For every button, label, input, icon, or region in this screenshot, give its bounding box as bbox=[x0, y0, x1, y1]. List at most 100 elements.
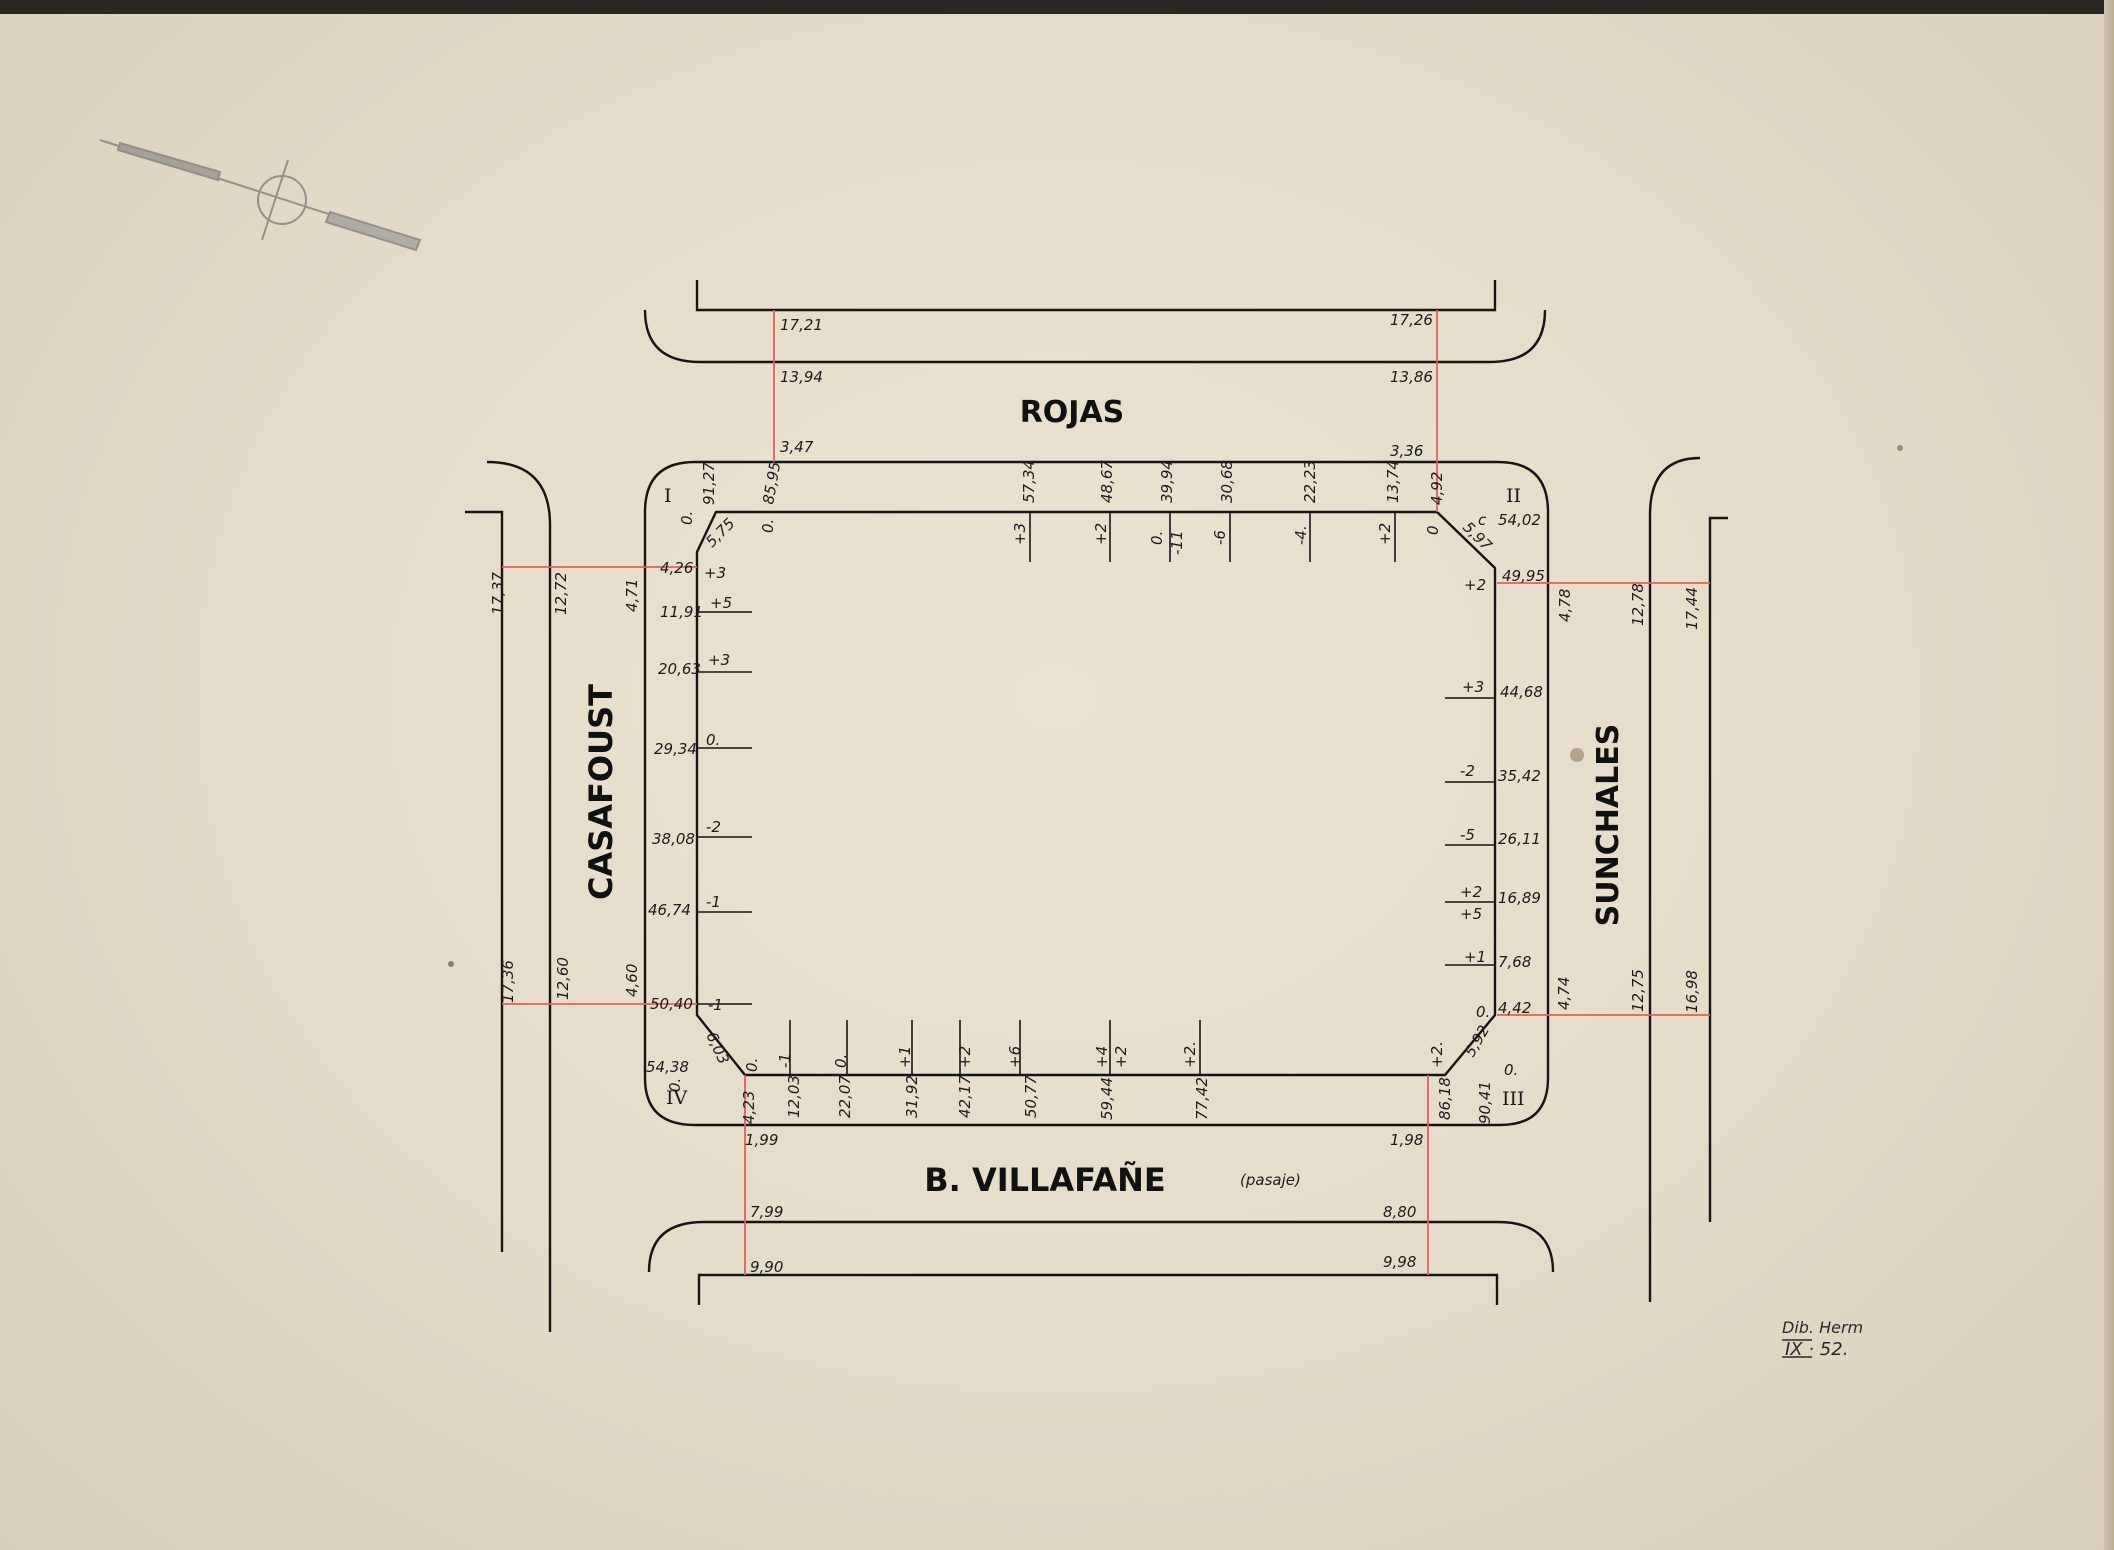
north-distance-6: 30,68 bbox=[1218, 460, 1236, 503]
south-distance-7: 59,44 bbox=[1098, 1077, 1116, 1120]
south-distance-4: 31,92 bbox=[903, 1075, 921, 1118]
west-distance-3: 20,63 bbox=[658, 660, 701, 678]
north-distance-8: 13,74 bbox=[1384, 460, 1402, 503]
west-value-7: -1 bbox=[708, 996, 723, 1014]
north-distance-4: 48,67 bbox=[1098, 460, 1116, 503]
west-value-1: +3 bbox=[704, 564, 726, 582]
east-distance-1: 54,02 bbox=[1498, 511, 1541, 529]
east-section-top-1: 4,78 bbox=[1556, 589, 1574, 622]
east-value-2: +3 bbox=[1462, 678, 1484, 696]
street-name-casafoust: CASAFOUST bbox=[582, 684, 620, 900]
west-distance-1: 4,26 bbox=[660, 559, 693, 577]
south-section-right-2: 8,80 bbox=[1383, 1203, 1416, 1221]
north-value-5: 0. bbox=[1148, 531, 1166, 545]
east-distance-2: 49,95 bbox=[1502, 567, 1545, 585]
north-section-left-2: 13,94 bbox=[780, 368, 823, 386]
south-section-right-3: 9,98 bbox=[1383, 1253, 1416, 1271]
south-value-8: +2 bbox=[1112, 1046, 1130, 1068]
paper-stain bbox=[1570, 748, 1584, 762]
east-side-ticks bbox=[1445, 697, 1495, 966]
block-outline bbox=[643, 460, 1550, 1127]
west-distance-4: 29,34 bbox=[654, 740, 697, 758]
west-chamfer: 6,03 bbox=[702, 1029, 732, 1067]
north-value-4: +2 bbox=[1092, 523, 1110, 545]
west-distance-8: 54,38 bbox=[646, 1058, 689, 1076]
north-section-left-3: 3,47 bbox=[780, 438, 814, 456]
east-distance-4: 35,42 bbox=[1498, 767, 1541, 785]
west-distance-7: 50,40 bbox=[650, 995, 693, 1013]
south-distance-5: 42,17 bbox=[956, 1075, 974, 1118]
street-name-villafane: B. VILLAFAÑE bbox=[924, 1161, 1166, 1199]
east-distance-6: 16,89 bbox=[1498, 889, 1541, 907]
east-section-bottom-2: 12,75 bbox=[1629, 969, 1647, 1012]
corner-label-ii: II bbox=[1506, 485, 1521, 507]
north-distance-9: 4,92 bbox=[1428, 472, 1446, 505]
west-distance-6: 46,74 bbox=[648, 901, 691, 919]
east-distance-7: 7,68 bbox=[1498, 953, 1531, 971]
rojas-street-lines bbox=[643, 280, 1547, 364]
south-distance-1: 4,23 bbox=[740, 1091, 758, 1124]
north-distance-2: 85,95 bbox=[759, 460, 784, 505]
west-value-5: -2 bbox=[706, 818, 721, 836]
east-value-6: +5 bbox=[1460, 905, 1482, 923]
villafane-street-lines bbox=[647, 1220, 1555, 1305]
east-value-8: 0. bbox=[1476, 1003, 1490, 1021]
south-value-3: 0. bbox=[832, 1054, 850, 1068]
paper-stain bbox=[1897, 445, 1903, 451]
west-value-3: +3 bbox=[708, 651, 730, 669]
west-section-top-2: 12,72 bbox=[552, 572, 570, 615]
corner-label-iii: III bbox=[1502, 1088, 1525, 1110]
south-side-ticks bbox=[789, 1020, 1201, 1075]
north-value-6: -11 bbox=[1168, 531, 1186, 556]
west-section-top-3: 4,71 bbox=[623, 579, 641, 612]
north-arrow-icon bbox=[99, 139, 422, 252]
east-value-1: +2 bbox=[1464, 576, 1486, 594]
south-section-right-1: 1,98 bbox=[1390, 1131, 1423, 1149]
east-chamfer: 5,92 bbox=[1461, 1022, 1493, 1060]
north-value-2: 0. bbox=[759, 519, 777, 533]
south-distance-8: 77,42 bbox=[1193, 1077, 1211, 1120]
south-distance-10: 90,41 bbox=[1476, 1081, 1494, 1124]
east-value-4: -5 bbox=[1460, 826, 1475, 844]
north-value-9: +2 bbox=[1376, 523, 1394, 545]
south-section-left-3: 9,90 bbox=[750, 1258, 783, 1276]
west-value-6: -1 bbox=[706, 893, 721, 911]
south-value-2: -1 bbox=[776, 1053, 794, 1068]
south-value-9: +2. bbox=[1181, 1041, 1199, 1068]
south-value-4: +1 bbox=[896, 1046, 914, 1068]
north-section-right-2: 13,86 bbox=[1390, 368, 1433, 386]
street-name-sunchales: SUNCHALES bbox=[1591, 724, 1626, 927]
north-value-3: +3 bbox=[1011, 523, 1029, 545]
south-value-7: +4 bbox=[1093, 1046, 1111, 1068]
west-section-bottom-2: 12,60 bbox=[554, 957, 572, 1000]
west-value-2: +5 bbox=[710, 594, 732, 612]
north-chamfer-left: 5,75 bbox=[702, 514, 738, 550]
south-distance-3: 22,07 bbox=[836, 1075, 854, 1118]
signature-date: IX · 52. bbox=[1785, 1339, 1848, 1360]
north-distance-5: 39,94 bbox=[1158, 460, 1176, 503]
north-value-10: 0 bbox=[1424, 525, 1442, 535]
south-value-5: +2 bbox=[956, 1046, 974, 1068]
street-name-rojas: ROJAS bbox=[1020, 395, 1125, 430]
east-distance-8: 4,42 bbox=[1498, 999, 1531, 1017]
signature-block: Dib. Herm IX · 52. bbox=[1782, 1318, 1863, 1360]
west-value-8: 0. bbox=[666, 1078, 684, 1092]
east-distance-5: 26,11 bbox=[1498, 830, 1541, 848]
east-section-bottom-1: 4,74 bbox=[1555, 977, 1573, 1010]
west-distance-2: 11,91 bbox=[660, 603, 703, 621]
north-section-right-3: 3,36 bbox=[1390, 442, 1423, 460]
north-section-right-1: 17,26 bbox=[1390, 311, 1433, 329]
north-value-1: 0. bbox=[678, 511, 696, 525]
north-distance-1: 91,27 bbox=[700, 462, 718, 505]
north-value-7: -6 bbox=[1211, 530, 1229, 545]
east-section-top-3: 17,44 bbox=[1683, 587, 1701, 630]
south-value-6: +6 bbox=[1006, 1046, 1024, 1068]
east-distance-3: 44,68 bbox=[1500, 683, 1543, 701]
south-section-left-1: 1,99 bbox=[745, 1131, 778, 1149]
north-value-8: -4. bbox=[1292, 525, 1310, 545]
west-section-bottom-1: 17,36 bbox=[499, 960, 517, 1003]
south-distance-9: 86,18 bbox=[1436, 1077, 1454, 1120]
south-value-1: 0. bbox=[743, 1058, 761, 1072]
